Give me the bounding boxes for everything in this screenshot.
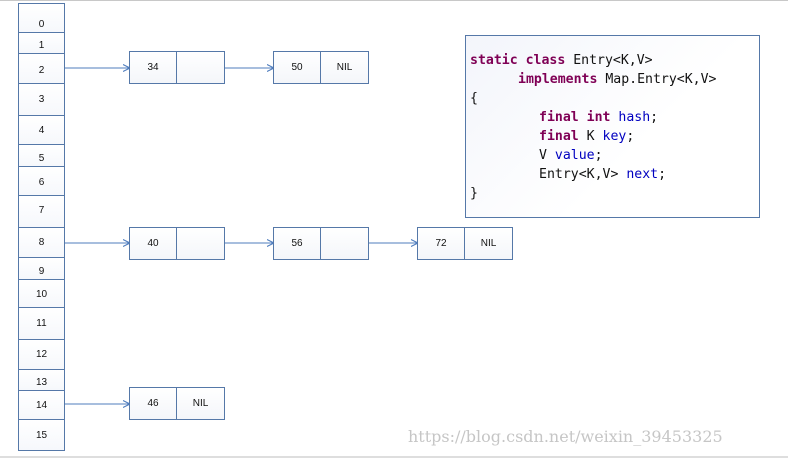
entry-next-nil: NIL: [465, 227, 513, 260]
entry-node-40: 40: [129, 227, 225, 260]
bucket-11: 11: [18, 307, 65, 340]
bucket-index: 8: [38, 237, 45, 248]
entry-next-pointer: [177, 51, 225, 84]
bucket-15: 15: [18, 419, 65, 451]
bucket-7: 7: [18, 195, 65, 228]
bucket-index: 2: [38, 65, 45, 76]
bucket-index: 11: [36, 318, 47, 329]
entry-next-pointer: [321, 227, 369, 260]
code-line-7: Entry<K,V> next;: [539, 167, 667, 182]
top-divider: [0, 0, 788, 1]
entry-node-46: 46 NIL: [129, 387, 225, 420]
entry-key: 72: [417, 227, 465, 260]
bucket-index: 10: [35, 289, 48, 300]
bucket-index: 7: [38, 205, 45, 216]
entry-next-nil: NIL: [321, 51, 369, 84]
bottom-divider: [0, 456, 788, 458]
entry-node-50: 50 NIL: [273, 51, 369, 84]
entry-node-34: 34: [129, 51, 225, 84]
entry-key: 40: [129, 227, 177, 260]
entry-class-code: static class Entry<K,V> implements Map.E…: [465, 35, 760, 218]
bucket-index: 9: [38, 266, 45, 277]
code-line-5: final K key;: [539, 129, 635, 144]
entry-key: 46: [129, 387, 177, 420]
entry-key: 50: [273, 51, 321, 84]
bucket-3: 3: [18, 83, 65, 116]
bucket-index: 0: [38, 19, 45, 30]
entry-node-72: 72 NIL: [417, 227, 513, 260]
bucket-index: 5: [38, 153, 45, 164]
bucket-index: 13: [35, 377, 48, 388]
bucket-index: 3: [38, 94, 45, 105]
entry-key: 34: [129, 51, 177, 84]
entry-key: 56: [273, 227, 321, 260]
entry-node-56: 56: [273, 227, 369, 260]
bucket-index: 14: [35, 400, 48, 411]
bucket-index: 6: [38, 177, 45, 188]
code-line-4: final int hash;: [539, 110, 659, 125]
bucket-index: 1: [38, 40, 45, 51]
bucket-index: 4: [38, 125, 45, 136]
code-line-8: }: [470, 186, 478, 201]
entry-next-nil: NIL: [177, 387, 225, 420]
entry-next-pointer: [177, 227, 225, 260]
bucket-2: 2: [18, 53, 65, 84]
bucket-index: 12: [35, 349, 48, 360]
code-line-6: V value;: [539, 148, 603, 163]
code-line-2: implements Map.Entry<K,V>: [518, 72, 717, 87]
watermark: https://blog.csdn.net/weixin_39453325: [408, 427, 723, 446]
bucket-index: 15: [35, 430, 48, 441]
code-line-3: {: [470, 91, 478, 106]
code-line-1: static class Entry<K,V>: [470, 53, 653, 68]
